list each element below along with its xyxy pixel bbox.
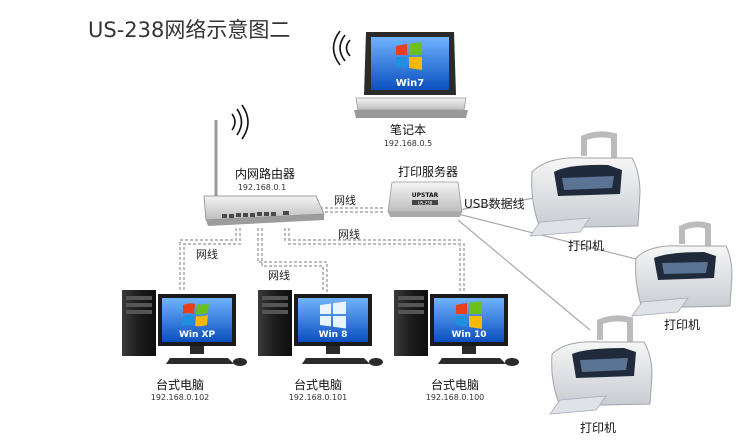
- wifi-signal-icon: [231, 104, 249, 140]
- desktop-3-os-label: Win 10: [451, 330, 486, 340]
- wifi-signal-icon: [332, 30, 351, 66]
- cable-router-to-print-server: [315, 207, 385, 213]
- printer-1: [529, 131, 641, 237]
- desktop-1-os-label: Win XP: [179, 330, 215, 340]
- desktop-pc-2: Win 8: [258, 290, 383, 366]
- usb-cable-label: USB数据线: [464, 196, 525, 211]
- desktop-1-ip: 192.168.0.102: [151, 393, 210, 402]
- diagram-title: US-238网络示意图二: [88, 18, 290, 42]
- cable-router-to-pc-2: [257, 228, 328, 292]
- router: [203, 104, 325, 226]
- desktop-1-label: 台式电脑: [156, 377, 204, 392]
- cable-label-router-server: 网线: [334, 193, 356, 207]
- windows-xp-logo-icon: [182, 303, 209, 327]
- printer-3: [549, 315, 653, 415]
- desktop-2-ip: 192.168.0.101: [289, 393, 348, 402]
- desktop-pc-3: Win 10: [394, 290, 519, 366]
- laptop-label: 笔记本: [390, 122, 426, 137]
- printer-3-label: 打印机: [580, 421, 616, 435]
- desktop-2-label: 台式电脑: [294, 377, 342, 392]
- router-ports: [222, 211, 289, 218]
- desktop-pc-1: Win XP: [122, 290, 247, 366]
- desktop-3-label: 台式电脑: [431, 377, 479, 392]
- print-server-label: 打印服务器: [398, 164, 458, 179]
- desktop-3-ip: 192.168.0.100: [426, 393, 485, 402]
- laptop: Win7: [332, 30, 468, 118]
- router-ip: 192.168.0.1: [238, 183, 286, 192]
- router-label: 内网路由器: [235, 166, 295, 181]
- print-server-model: US-238: [418, 200, 433, 205]
- printer-2: [631, 221, 733, 317]
- laptop-ip: 192.168.0.5: [384, 139, 432, 148]
- cable-router-to-pc-3: [284, 228, 465, 292]
- laptop-os-label: Win7: [396, 78, 425, 89]
- printer-2-label: 打印机: [664, 318, 700, 332]
- print-server-brand: UPSTAR: [412, 192, 439, 199]
- printer-1-label: 打印机: [568, 239, 604, 253]
- windows-logo-icon: [396, 42, 422, 70]
- windows-8-logo-icon: [320, 301, 346, 329]
- desktop-2-os-label: Win 8: [319, 330, 348, 340]
- print-server: UPSTAR US-238: [387, 181, 463, 217]
- cable-label-router-pc3: 网线: [338, 227, 360, 241]
- windows-logo-icon: [456, 301, 482, 329]
- cable-label-router-pc1: 网线: [196, 247, 218, 261]
- cable-label-router-pc2: 网线: [268, 268, 290, 282]
- cable-router-to-pc-1: [179, 228, 241, 292]
